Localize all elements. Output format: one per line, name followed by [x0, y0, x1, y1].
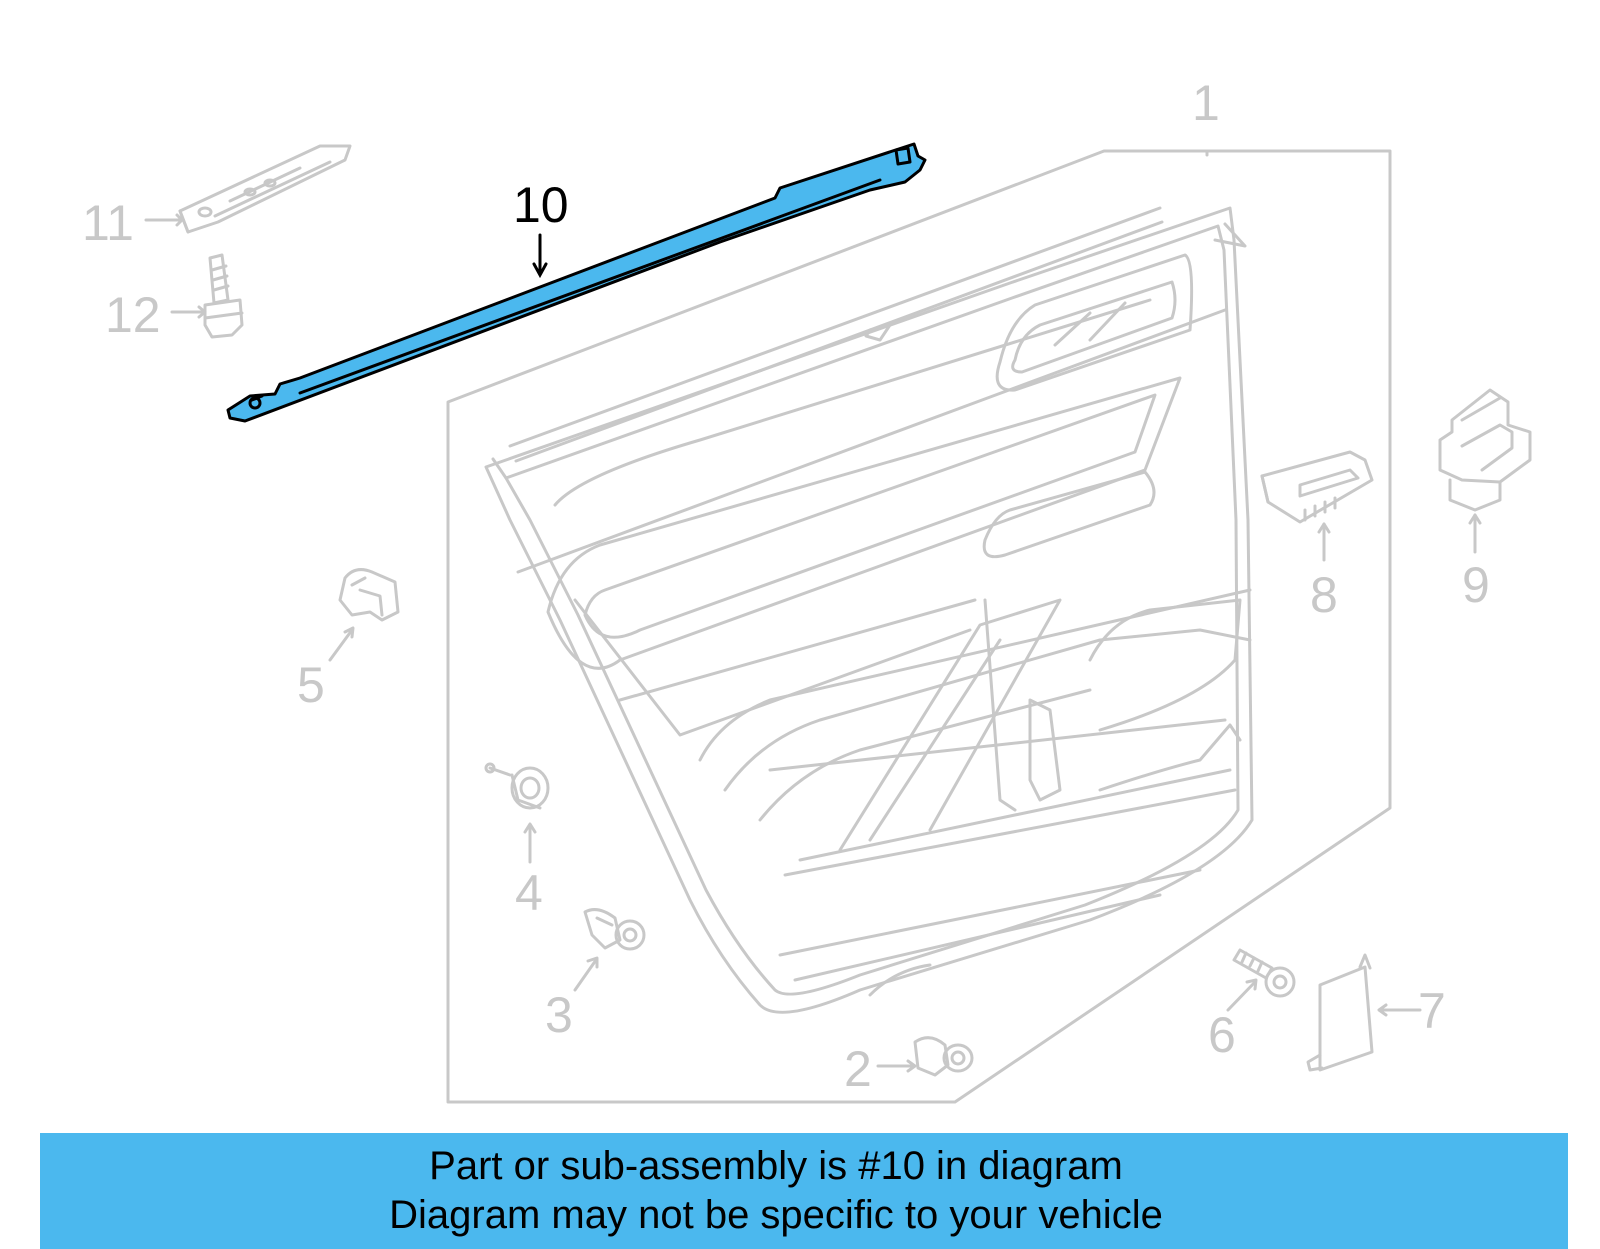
cover-7 — [1306, 953, 1374, 1072]
clip-5 — [338, 568, 400, 622]
belt-weatherstrip-10 — [226, 142, 927, 423]
callout-1: 1 — [1192, 75, 1220, 131]
bolt-12 — [203, 253, 244, 339]
bracket-11 — [178, 144, 352, 234]
callout-11: 11 — [82, 195, 134, 251]
switch-9 — [1438, 388, 1532, 512]
callout-3: 3 — [545, 987, 573, 1043]
info-banner: Part or sub-assembly is #10 in diagram D… — [40, 1133, 1568, 1249]
callout-10-arrow — [532, 233, 548, 279]
callout-10: 10 — [513, 177, 569, 233]
callout-12: 12 — [105, 287, 161, 343]
assembly-frame — [446, 149, 1392, 1104]
leader-lines — [144, 149, 1482, 1073]
callout-5: 5 — [297, 657, 325, 713]
door-trim-panel — [484, 206, 1254, 1014]
banner-line-2: Diagram may not be specific to your vehi… — [389, 1193, 1163, 1237]
callout-7: 7 — [1418, 983, 1446, 1039]
callout-4: 4 — [515, 865, 543, 921]
callout-8: 8 — [1310, 567, 1338, 623]
callout-9: 9 — [1462, 557, 1490, 613]
callout-6: 6 — [1208, 1007, 1236, 1063]
retainer-4 — [484, 762, 550, 810]
screw-6 — [1232, 948, 1296, 998]
bezel-8 — [1260, 450, 1374, 524]
callout-2: 2 — [844, 1041, 872, 1097]
banner-line-1: Part or sub-assembly is #10 in diagram — [429, 1144, 1123, 1188]
retainer-3 — [583, 908, 646, 951]
retainer-2 — [913, 1036, 974, 1077]
